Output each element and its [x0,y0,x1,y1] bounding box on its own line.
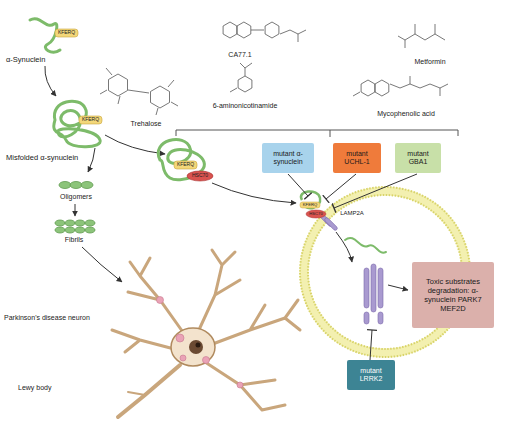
mutation-box: mutant UCHL-1 [333,143,381,173]
label: 6-aminonicotinamide [213,102,278,110]
label: Parkinson's disease neuron [4,314,90,322]
outcome-box: Toxic substrates degradation: α-synuclei… [412,262,494,328]
label: Mycophenolic acid [377,110,435,118]
box-text: mutant α-synuclein [266,150,310,167]
label: Misfolded α-synuclein [6,154,78,162]
label: KFERQ [82,117,99,123]
mutation-box: mutant GBA1 [395,143,441,173]
box-text: Toxic substrates degradation: α-synuclei… [416,277,490,313]
label: Fibrils [65,236,84,244]
lewy-body [157,297,244,389]
mutation-box: mutant α-synuclein [262,143,314,173]
label: KFERQ [303,203,317,208]
label: HSC70 [309,212,323,217]
label: Metformin [414,58,445,66]
label: Trehalose [131,120,162,128]
neuron [112,250,300,417]
kferq-tag [55,29,78,37]
chemical-structures [100,22,448,115]
box-text: mutant LRRK2 [351,367,391,384]
label: α-Synuclein [6,56,45,64]
label: LAMP2A [340,210,364,217]
box-text: mutant UCHL-1 [337,150,377,167]
label: KFERQ [58,30,75,36]
label: CA77.1 [228,51,251,59]
label: Lewy body [18,384,51,392]
label: HSC70 [192,173,208,179]
box-text: mutant GBA1 [399,150,437,167]
mutation-box: mutant LRRK2 [347,360,395,390]
label: Oligomers [60,193,92,201]
label: KFERQ [177,162,194,168]
